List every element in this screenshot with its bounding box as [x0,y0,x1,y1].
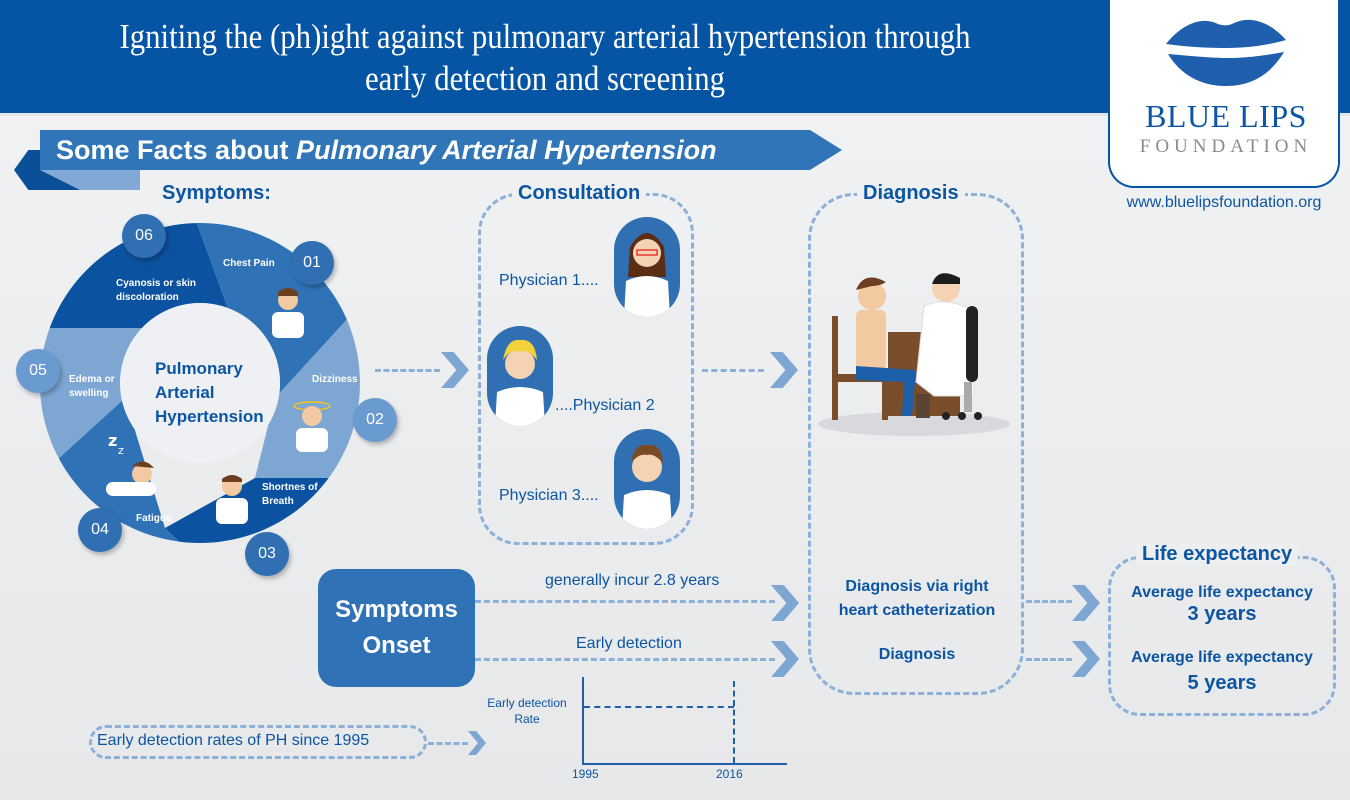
label-line: Shortnes of [262,482,318,493]
title-line-2: early detection and screening [364,59,726,98]
onset-line-1: Symptoms [335,596,458,623]
flow-line-early [1026,658,1072,661]
late-path-line [475,600,775,603]
early-rates-line [428,742,468,745]
late-life-value: 3 years [1187,603,1257,625]
chevron-right-icon [1072,641,1100,677]
title-line-1: Igniting the (ph)ight against pulmonary … [119,17,971,56]
section-heading: Some Facts about Pulmonary Arterial Hype… [56,130,717,170]
chart-x-axis [582,763,787,765]
early-path-label: Early detection [576,635,682,652]
symptoms-title: Symptoms: [162,182,271,204]
center-line-3: Hypertension [155,407,264,426]
physician-2-label: ....Physician 2 [555,397,655,414]
badge-05: 05 [16,349,60,393]
text-line: heart catheterization [838,602,996,619]
diagnosis-title: Diagnosis [857,182,965,205]
badge-03: 03 [245,532,289,576]
ribbon-tip [810,130,842,170]
blue-lips-kiss-icon [1166,19,1286,86]
blonde-doctor-avatar-icon [487,326,553,426]
early-rates-pill [89,725,427,759]
chest-pain-person-icon [272,288,304,338]
early-life-value: 5 years [1187,672,1257,694]
badge-06: 06 [122,214,166,258]
early-path-line [475,658,775,661]
badge-01: 01 [290,241,334,285]
physician-1-label: Physician 1.... [499,272,599,289]
svg-text:z: z [118,444,124,457]
chart-2016-marker [733,681,735,763]
label-line: swelling [69,388,109,399]
chevron-right-icon [468,731,486,755]
chevron-right-icon [1072,585,1100,621]
label-line: discoloration [116,292,179,303]
page-title: Igniting the (ph)ight against pulmonary … [65,16,1024,100]
physician-3-label: Physician 3.... [499,487,599,504]
onset-line-2: Onset [362,632,431,659]
wheel-center-label: Pulmonary Arterial Hypertension [155,357,264,429]
symptom-cyanosis: Cyanosis or skin discoloration [116,277,196,305]
symptom-edema: Edema or swelling [69,373,115,401]
label-line: Cyanosis or skin [116,278,197,289]
female-doctor-avatar-icon [614,217,680,317]
breathless-person-icon [216,475,248,524]
y-label-line: Rate [514,712,540,726]
website-link[interactable]: www.bluelipsfoundation.org [1126,194,1322,211]
symptom-chest-pain: Chest Pain [223,258,275,269]
section-ribbon [40,130,810,170]
symptom-dizziness: Dizziness [312,374,358,385]
flow-line-2 [702,369,764,372]
heading-plain: Some Facts about [56,135,297,165]
symptom-fatigue: Fatigue [136,513,172,524]
brand-subtitle: FOUNDATION [1139,136,1313,157]
early-rates-label: Early detection rates of PH since 1995 [97,732,370,749]
heading-italic: Pulmonary Arterial Hypertension [296,135,717,165]
dizzy-person-icon [293,401,331,452]
center-line-2: Arterial [155,383,215,402]
center-line-1: Pulmonary [155,359,243,378]
life-expectancy-title: Life expectancy [1136,543,1299,566]
label-line: Breath [262,496,294,507]
logo-card[interactable]: BLUE LIPS FOUNDATION [1108,0,1340,188]
late-life-label: Average life expectancy [1131,584,1313,601]
chart-x-tick-1995: 1995 [572,767,599,781]
sleeping-person-icon: zz [106,431,156,496]
chart-y-axis [582,677,584,765]
badge-04: 04 [78,508,122,552]
chevron-right-icon [771,585,799,621]
badge-02: 02 [353,398,397,442]
chart-x-tick-2016: 2016 [716,767,743,781]
chevron-right-icon [771,641,799,677]
svg-text:z: z [108,431,117,450]
chevron-right-icon [770,352,798,388]
consultation-title: Consultation [512,182,647,205]
chevron-right-icon [441,352,469,388]
y-label-line: Early detection [487,696,567,710]
male-doctor-avatar-icon [614,429,680,529]
brand-name: BLUE LIPS [1145,98,1307,134]
flow-line-late [1026,600,1072,603]
late-path-label: generally incur 2.8 years [545,572,720,589]
symptom-shortness-breath: Shortnes of Breath [262,481,318,509]
diagnosis-catheterization: Diagnosis via right heart catheterizatio… [812,575,1022,623]
doctor-examining-patient-icon [818,273,1010,436]
chart-y-label: Early detection Rate [472,695,582,727]
text-line: Diagnosis via right [845,578,989,595]
diagnosis-early: Diagnosis [878,646,956,663]
flow-line-1 [375,369,440,372]
early-life-label: Average life expectancy [1131,649,1313,666]
symptoms-onset-box: Symptoms Onset [318,569,475,687]
label-line: Edema or [69,374,115,385]
chart-rate-line [584,706,734,708]
